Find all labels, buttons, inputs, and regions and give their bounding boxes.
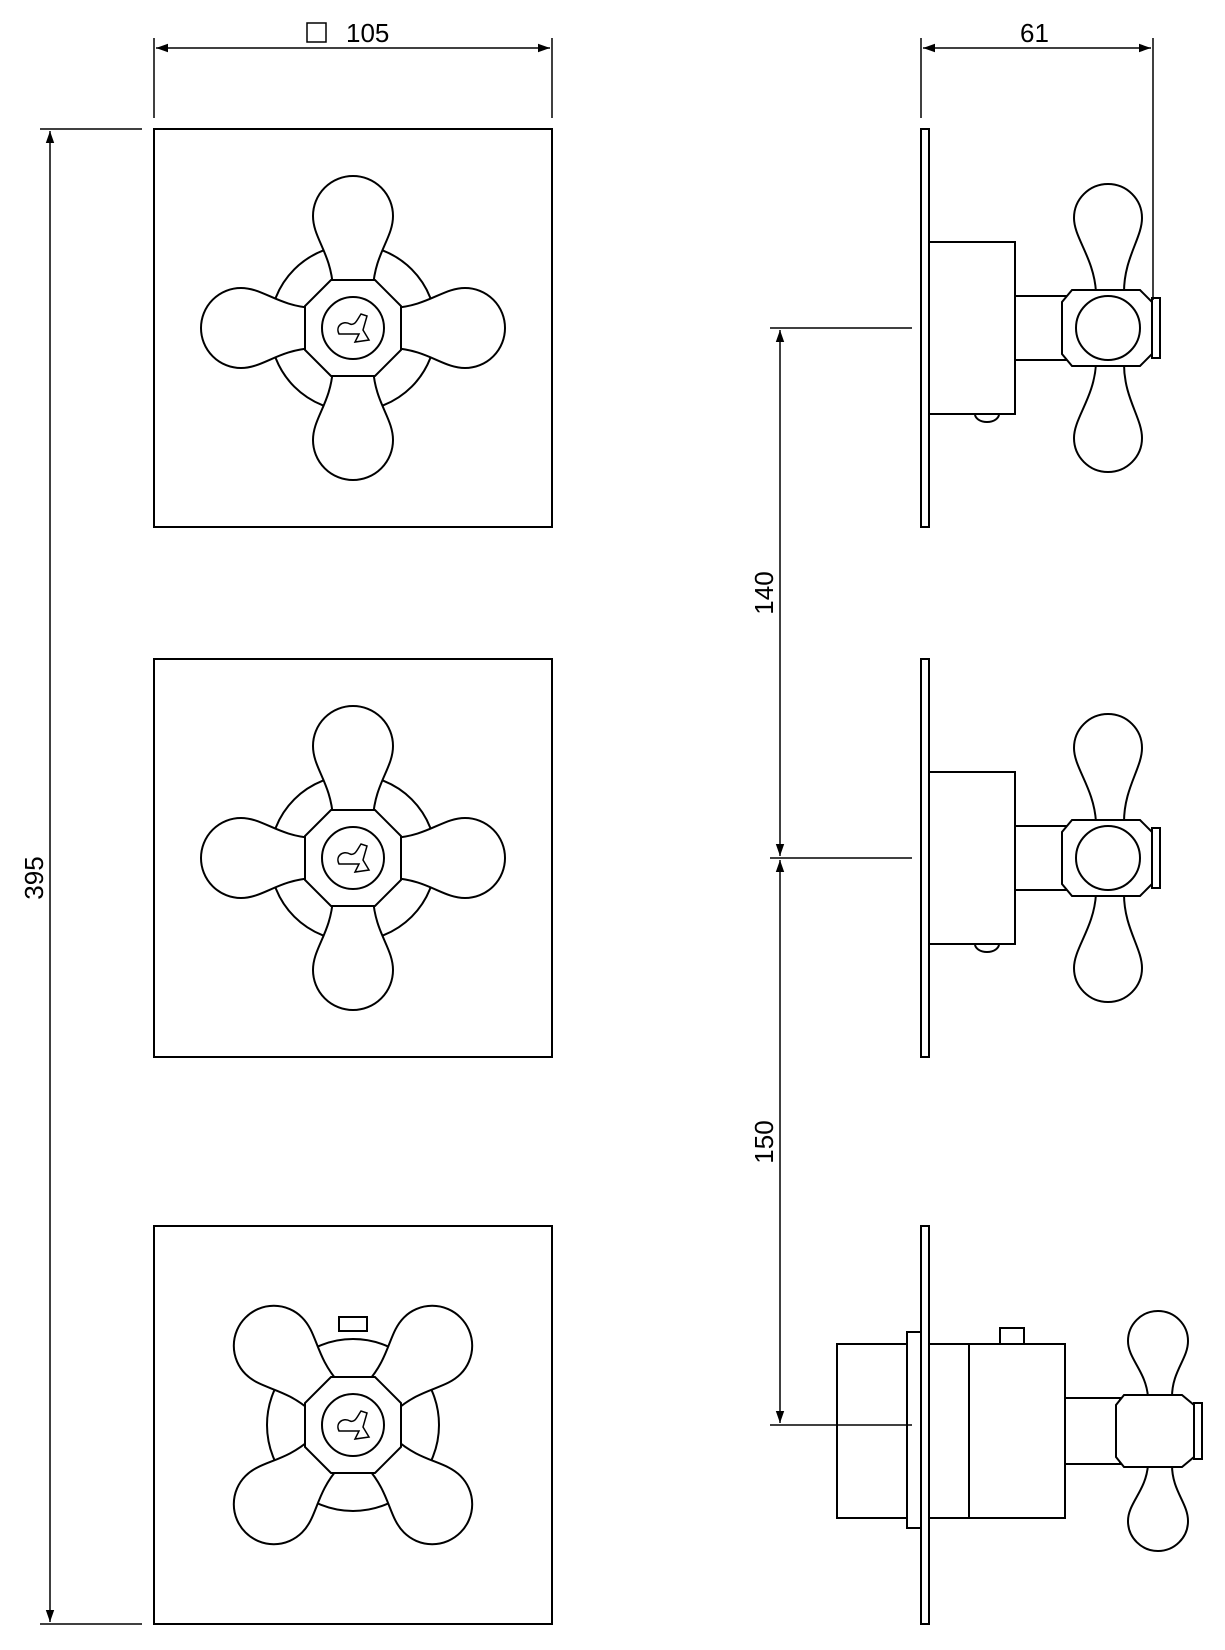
- side-diverter-body: [968, 1343, 1066, 1519]
- side-plate-bottom: [920, 1225, 930, 1625]
- side-body-top: [928, 241, 1016, 415]
- dimension-lines: 105 61 395 140 150: [19, 18, 1154, 1625]
- side-view: [836, 128, 1203, 1625]
- square-symbol-icon: [306, 22, 327, 43]
- dimension-depth-label: 61: [1020, 18, 1049, 48]
- dimension-plate-width-label: 105: [346, 18, 389, 48]
- diverter-handle-icon: [216, 1288, 490, 1562]
- side-plate-middle: [920, 658, 930, 1058]
- side-plate-top: [920, 128, 930, 528]
- front-plate-middle: [153, 658, 553, 1058]
- front-plate-top: [153, 128, 553, 528]
- front-view: [153, 128, 553, 1625]
- cross-handle-icon: [200, 175, 506, 481]
- side-rear-body: [836, 1343, 908, 1519]
- dimension-spacing-lower-label: 150: [749, 1120, 779, 1163]
- dimension-total-height-label: 395: [19, 856, 49, 899]
- side-handle-icon: [1061, 183, 1161, 473]
- front-plate-bottom: [153, 1225, 553, 1625]
- side-body-middle: [928, 771, 1016, 945]
- cross-handle-icon: [200, 705, 506, 1011]
- dimension-spacing-upper-label: 140: [749, 571, 779, 614]
- side-handle-icon: [1061, 713, 1161, 1003]
